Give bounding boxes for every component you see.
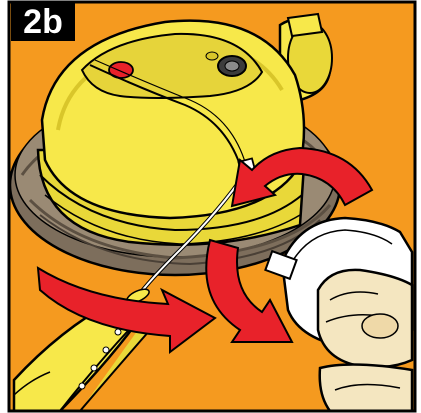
step-label: 2b — [11, 3, 75, 41]
